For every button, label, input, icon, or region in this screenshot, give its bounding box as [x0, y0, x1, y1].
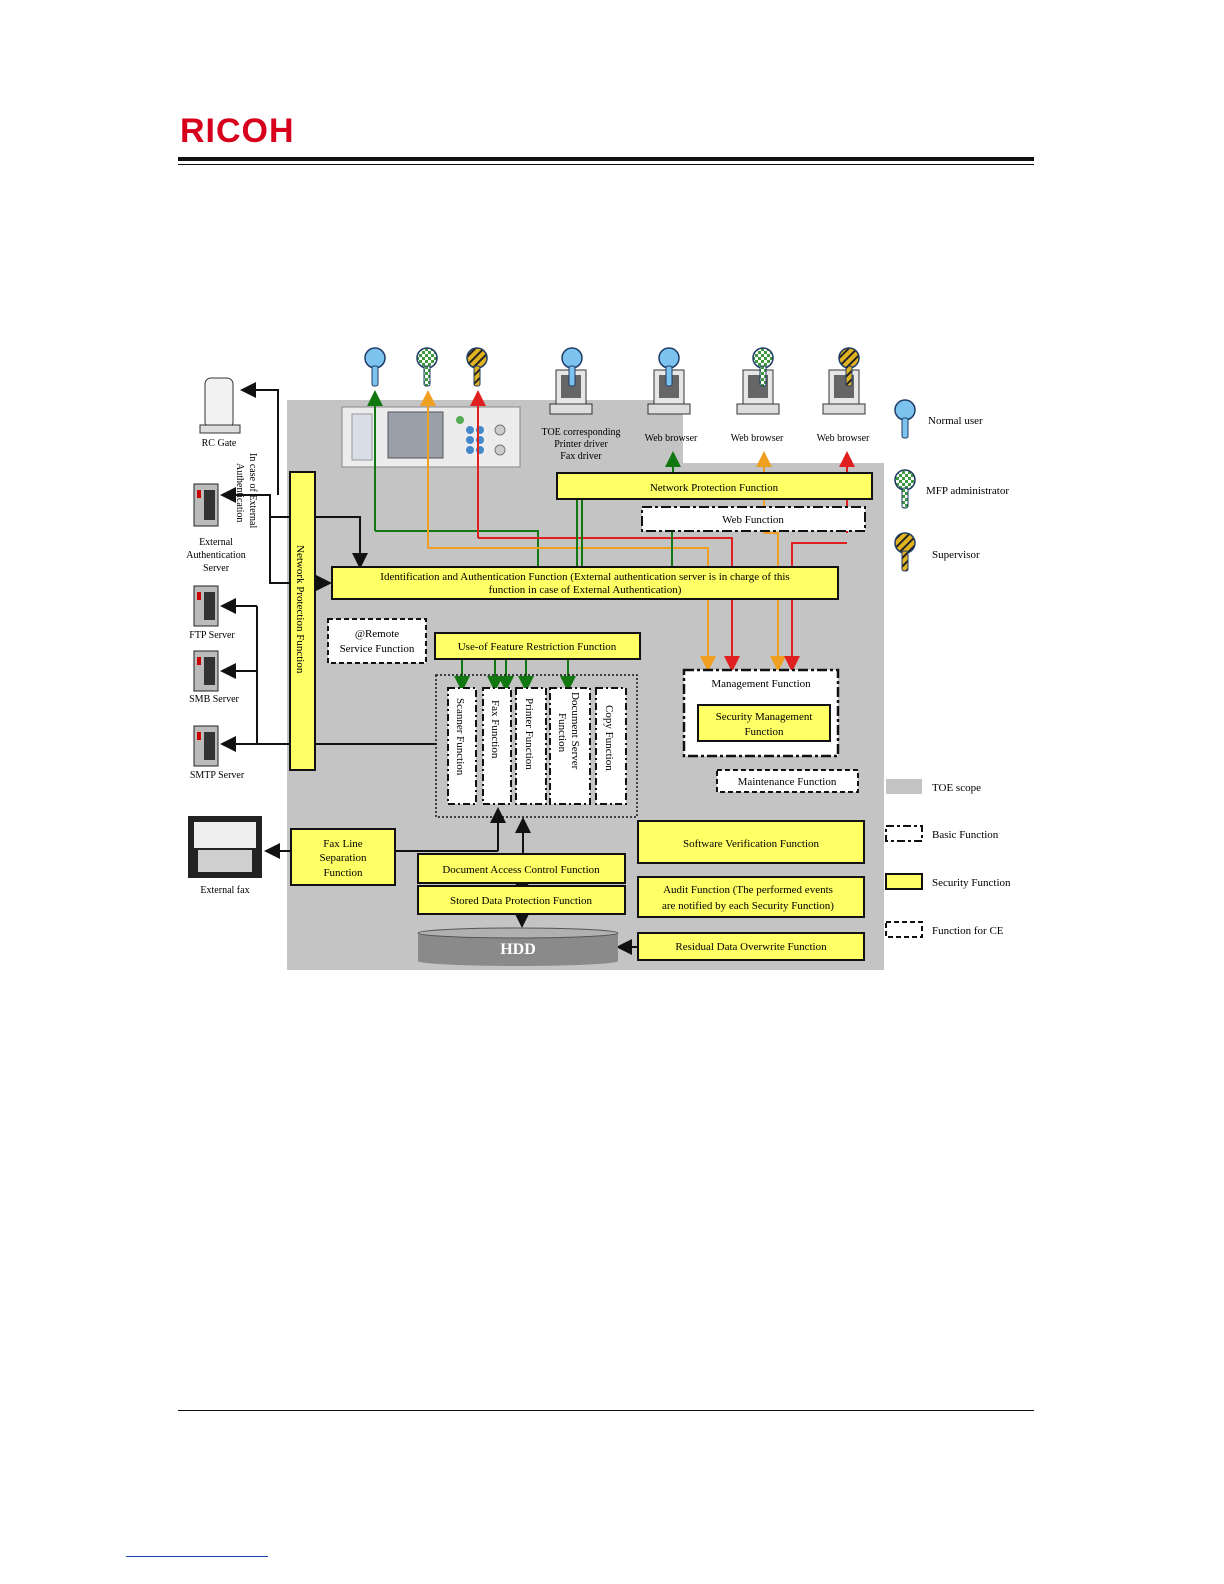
- network-protection-top-label: Network Protection Function: [650, 482, 779, 494]
- use-of-feature-box: [434, 632, 641, 660]
- fax-line-label-2: Separation: [319, 852, 367, 864]
- printer-driver-label-1: TOE corresponding: [542, 427, 621, 438]
- stored-data-box: [417, 885, 626, 915]
- legend-security-function: Security Function: [932, 877, 1011, 889]
- network-protection-vertical-box: [289, 471, 316, 771]
- legend: [885, 399, 923, 938]
- audit-label-2: are notified by each Security Function): [662, 900, 834, 912]
- ident-auth-label-2: function in case of External Authenticat…: [489, 584, 682, 596]
- remote-service-label-1: @Remote: [355, 628, 399, 640]
- ext-auth-server-label-2: Authentication: [186, 550, 245, 561]
- security-mgmt-label-2: Function: [744, 726, 784, 738]
- audit-label-1: Audit Function (The performed events: [663, 884, 833, 896]
- web-function-box: [641, 506, 866, 532]
- fax-line-box: [290, 828, 396, 886]
- server-icon: [193, 725, 219, 767]
- computer-icon: [822, 347, 866, 415]
- printer-function-label: Printer Function: [523, 698, 535, 770]
- copy-function-box: [595, 687, 627, 805]
- network-protection-top-box: [556, 472, 873, 500]
- external-fax-icon: [188, 816, 262, 878]
- ext-auth-note-1: In case of External: [247, 453, 258, 528]
- ftp-server-label: FTP Server: [189, 630, 235, 641]
- computer-icon: [549, 347, 593, 415]
- security-mgmt-box: [697, 704, 831, 742]
- remote-service-label-2: Service Function: [340, 643, 415, 655]
- basic-functions-group: [435, 674, 638, 818]
- mfp-admin-icon: [416, 347, 438, 387]
- server-icon: [193, 650, 219, 692]
- legend-toe-scope: TOE scope: [932, 782, 981, 794]
- software-verification-label: Software Verification Function: [683, 838, 820, 850]
- web-browser-label: Web browser: [645, 433, 698, 444]
- rc-gate-label: RC Gate: [202, 438, 237, 449]
- printer-function-box: [515, 687, 547, 805]
- footer-rule: [178, 1410, 1034, 1411]
- printer-driver-label-2: Printer driver: [554, 439, 608, 450]
- legend-normal-user: Normal user: [928, 415, 983, 427]
- remote-service-box: [327, 618, 427, 664]
- audit-function-box: [637, 876, 865, 918]
- computer-icon: [647, 347, 691, 415]
- web-function-label: Web Function: [722, 514, 784, 526]
- ident-auth-label-1: Identification and Authentication Functi…: [380, 571, 789, 583]
- rc-gate-icon: [199, 377, 241, 434]
- management-function-label: Management Function: [711, 678, 811, 690]
- legend-basic-function: Basic Function: [932, 829, 999, 841]
- scanner-function-box: [447, 687, 477, 805]
- server-icon: [193, 585, 219, 627]
- legend-supervisor: Supervisor: [932, 549, 980, 561]
- web-browser-label: Web browser: [817, 433, 870, 444]
- network-protection-vertical-label: Network Protection Function: [294, 545, 306, 674]
- supervisor-icon: [466, 347, 488, 387]
- printer-driver-label-3: Fax driver: [560, 451, 602, 462]
- mfp-operation-panel: [341, 406, 521, 468]
- ext-auth-note-2: Authentication: [234, 463, 245, 522]
- residual-data-label: Residual Data Overwrite Function: [675, 941, 827, 953]
- ident-auth-box: [331, 566, 839, 600]
- ext-auth-server-label-1: External: [199, 537, 233, 548]
- ext-auth-server-label-3: Server: [203, 563, 230, 574]
- fax-line-label-3: Function: [323, 867, 363, 879]
- hdd-cylinder: [417, 927, 619, 966]
- footnote-rule: [126, 1556, 268, 1557]
- residual-data-box: [637, 932, 865, 961]
- hdd-label: HDD: [500, 941, 536, 958]
- scanner-function-label: Scanner Function: [454, 698, 466, 776]
- header-rule-thin: [178, 164, 1034, 165]
- maintenance-function-label: Maintenance Function: [738, 776, 837, 788]
- doc-access-label: Document Access Control Function: [442, 864, 600, 876]
- computer-icon: [736, 347, 780, 415]
- doc-server-label-2: Function: [556, 713, 568, 753]
- smtp-server-label: SMTP Server: [190, 770, 245, 781]
- fax-line-label-1: Fax Line: [323, 838, 363, 850]
- toe-diagram: TOE corresponding Printer driver Fax dri…: [170, 330, 1050, 980]
- ricoh-logo: RICOH: [180, 112, 295, 150]
- stored-data-label: Stored Data Protection Function: [450, 895, 593, 907]
- software-verification-box: [637, 820, 865, 864]
- use-of-feature-label: Use-of Feature Restriction Function: [458, 641, 617, 653]
- server-icon: [193, 483, 219, 527]
- fax-function-label: Fax Function: [489, 700, 501, 759]
- legend-function-for-ce: Function for CE: [932, 925, 1004, 937]
- header-rule-thick: [178, 157, 1034, 161]
- maintenance-function-box: [716, 769, 859, 793]
- web-browser-label: Web browser: [731, 433, 784, 444]
- external-fax-label: External fax: [200, 885, 249, 896]
- doc-server-label-1: Document Server: [569, 692, 581, 770]
- doc-server-function-box: [549, 687, 591, 805]
- smb-server-label: SMB Server: [189, 694, 239, 705]
- security-mgmt-label-1: Security Management: [716, 711, 813, 723]
- normal-user-icon: [364, 347, 386, 387]
- doc-access-box: [417, 853, 626, 884]
- fax-function-box: [482, 687, 512, 805]
- legend-mfp-admin: MFP administrator: [926, 485, 1009, 497]
- copy-function-label: Copy Function: [603, 705, 615, 771]
